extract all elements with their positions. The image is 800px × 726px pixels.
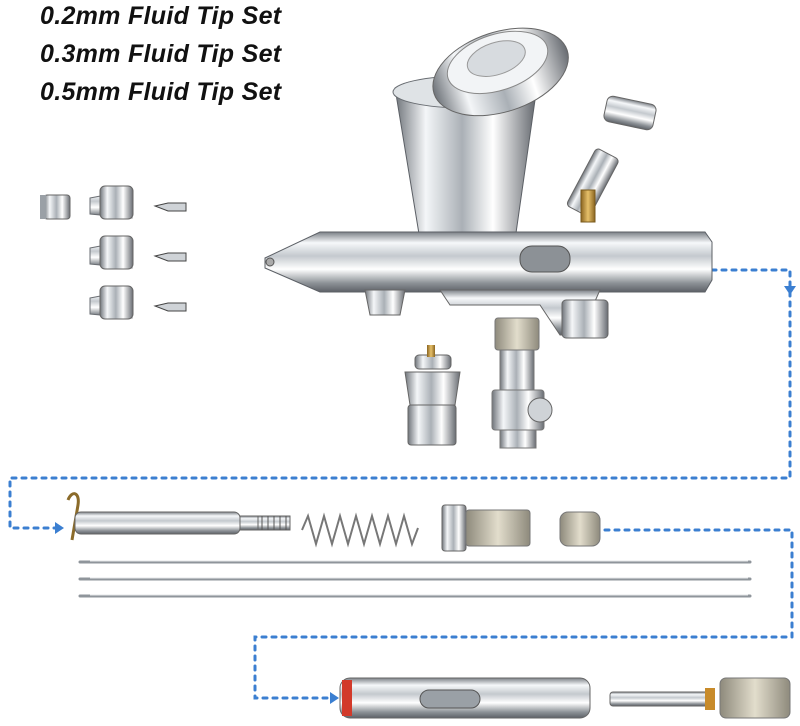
needle-chuck-icon	[66, 492, 291, 541]
caption-05mm: 0.5mm Fluid Tip Set	[40, 78, 282, 106]
nut-icon	[441, 504, 601, 552]
needle-icon	[78, 560, 752, 598]
airbrush-icon	[264, 27, 713, 339]
fluid-tip-icon	[40, 185, 187, 320]
caption-03mm: 0.3mm Fluid Tip Set	[40, 40, 282, 68]
spring-icon	[301, 512, 419, 548]
valve-icon	[404, 317, 553, 449]
caption-02mm: 0.2mm Fluid Tip Set	[40, 2, 282, 30]
valve-stem-icon	[609, 677, 791, 719]
handle-icon	[339, 677, 591, 719]
arrow-icon	[8, 268, 794, 700]
arrowheads	[55, 286, 796, 704]
